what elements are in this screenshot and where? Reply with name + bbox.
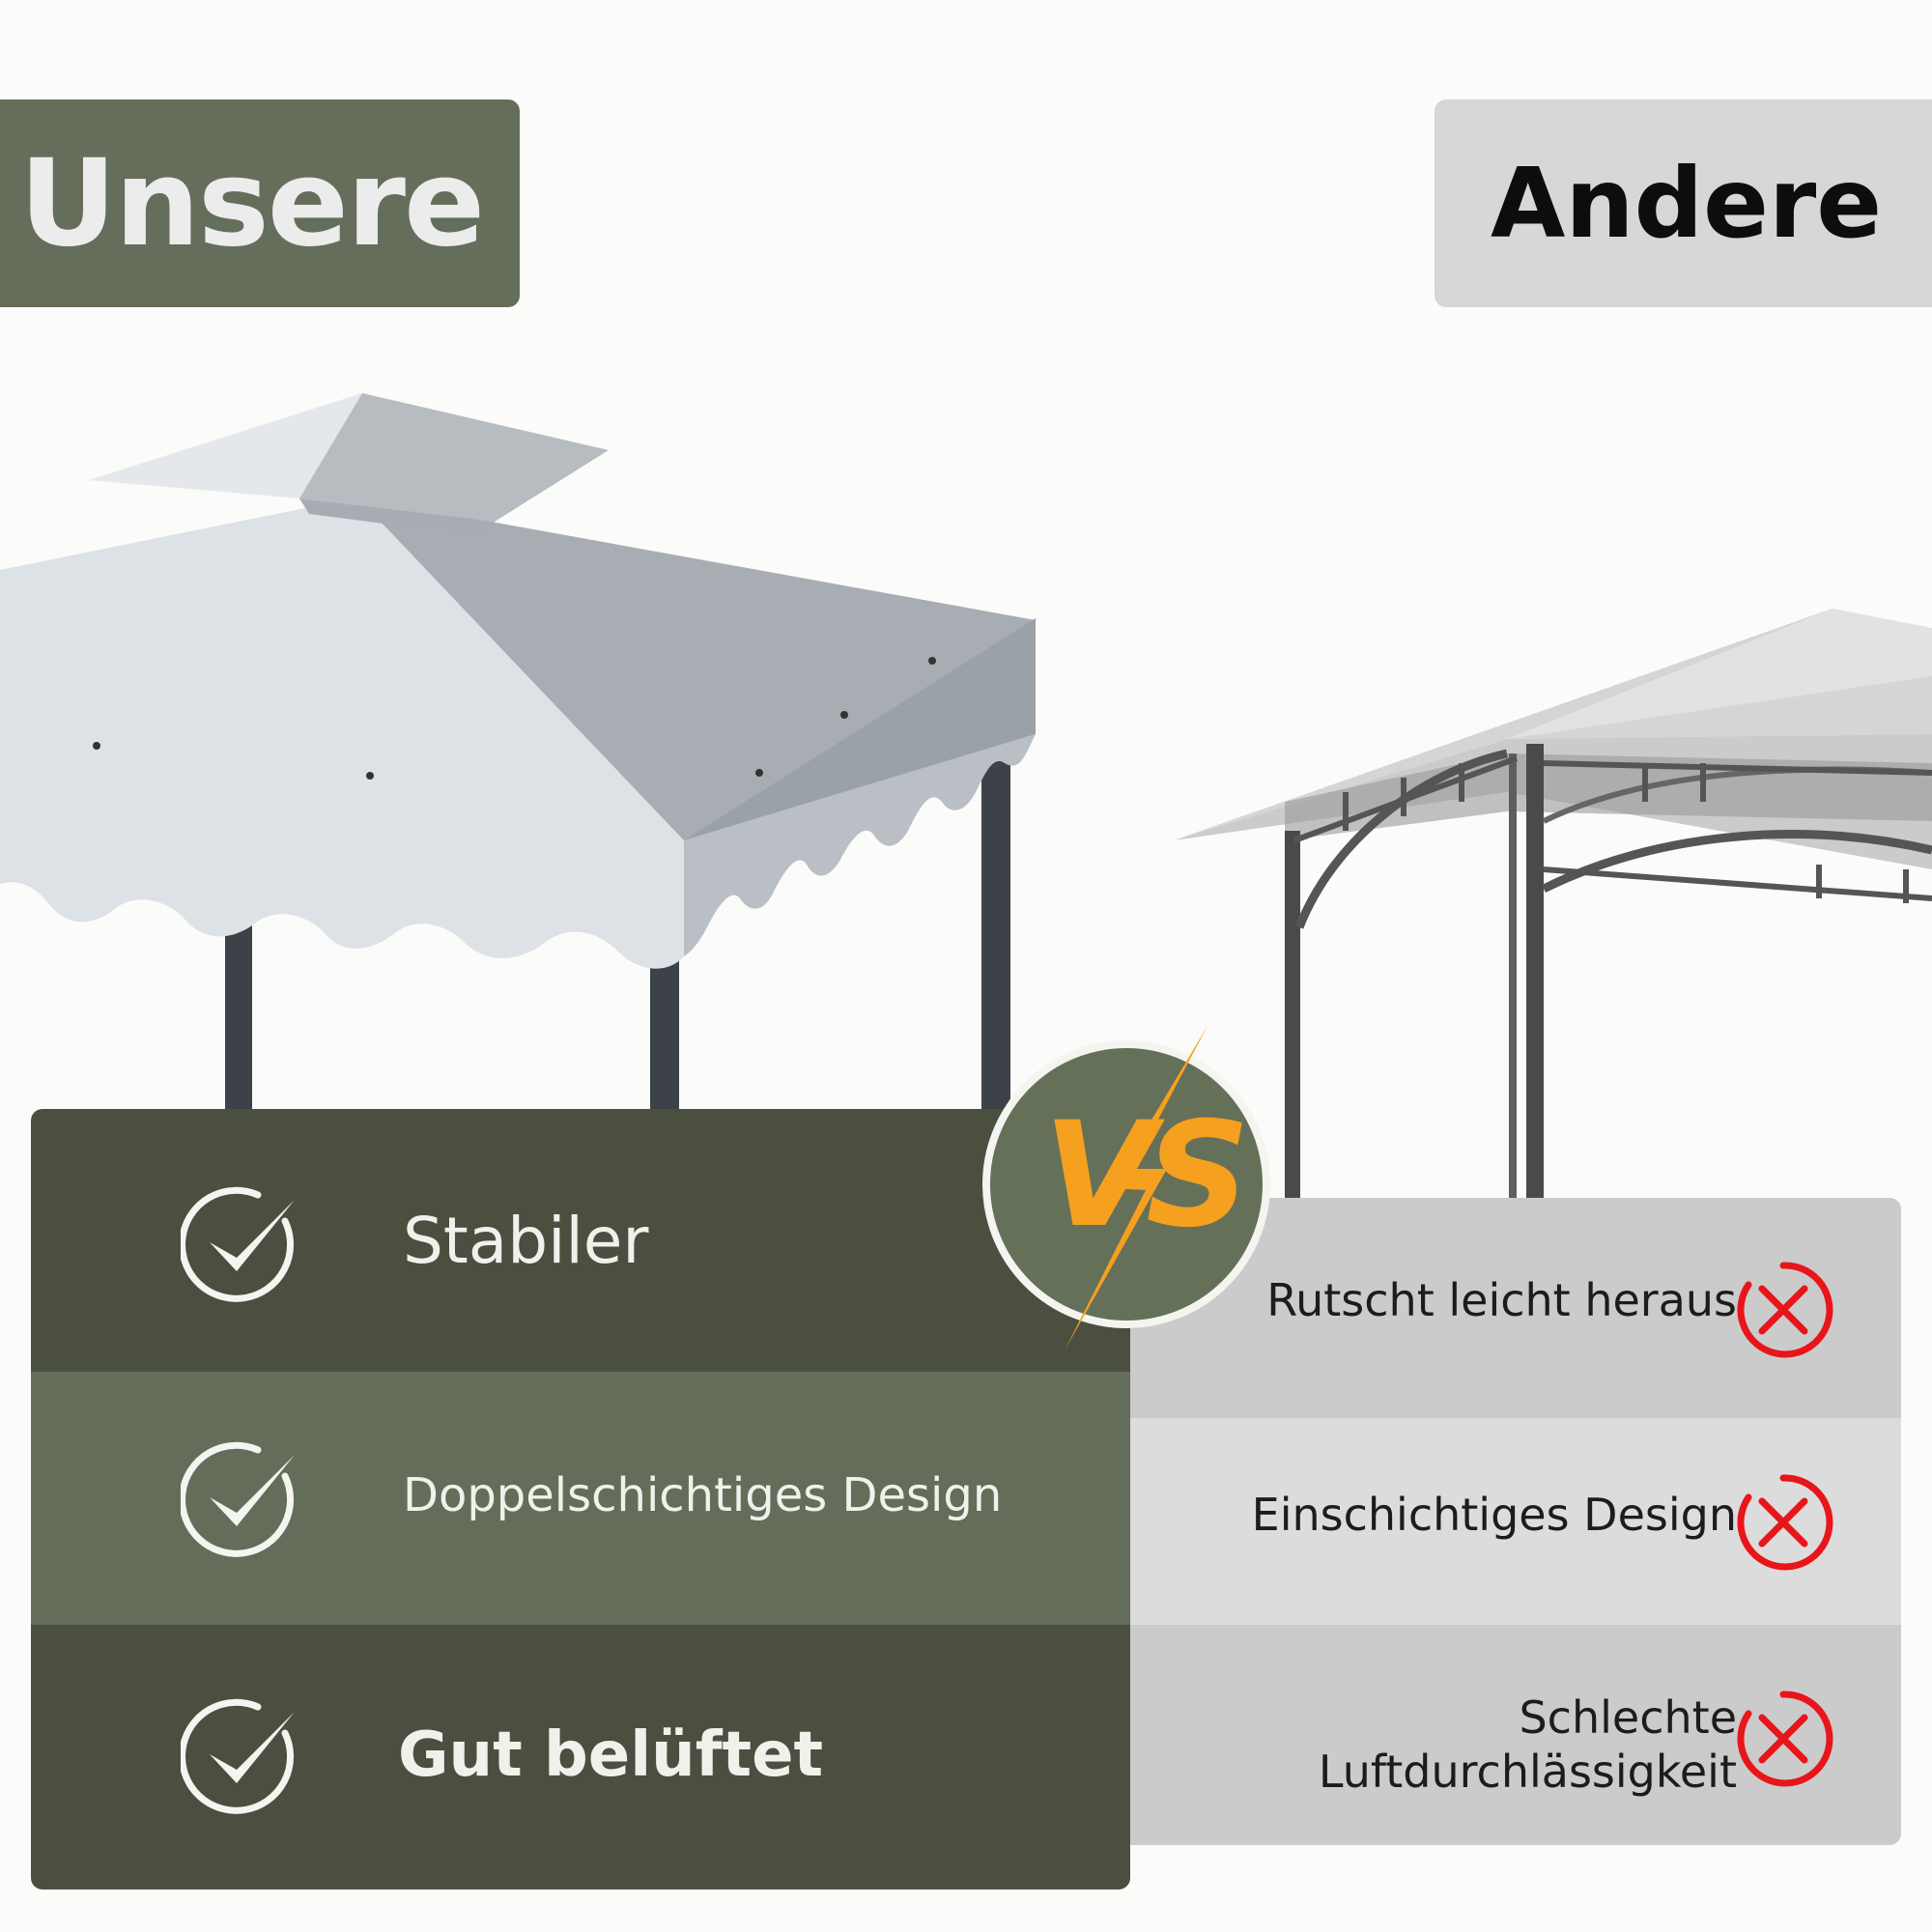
check-circle-icon — [181, 1441, 295, 1557]
check-circle-icon — [181, 1698, 295, 1814]
other-gazebo-image — [1174, 609, 1932, 1200]
other-features-panel: Rutscht leicht heraus Einschichtiges Des… — [1125, 1198, 1901, 1845]
ours-feature-label: Stabiler — [403, 1204, 649, 1278]
vs-text: VS — [1042, 1092, 1250, 1260]
ours-feature-row: Doppelschichtiges Design — [31, 1372, 1130, 1625]
our-gazebo-image — [0, 393, 1036, 1111]
x-circle-icon — [1737, 1690, 1833, 1787]
ours-feature-row: Stabiler — [31, 1109, 1130, 1372]
ours-feature-label: Gut belüftet — [398, 1719, 824, 1791]
x-circle-icon — [1737, 1474, 1833, 1571]
other-feature-label: Rutscht leicht heraus — [1266, 1274, 1737, 1326]
other-feature-label-line1: Schlechte — [1519, 1691, 1737, 1744]
other-label-box: Andere — [1435, 99, 1932, 307]
other-feature-row: Schlechte Luftdurchlässigkeit — [1125, 1625, 1901, 1845]
other-feature-row: Einschichtiges Design — [1125, 1418, 1901, 1625]
other-label: Andere — [1491, 147, 1883, 260]
check-circle-icon — [181, 1186, 295, 1302]
other-feature-label: Schlechte Luftdurchlässigkeit — [1319, 1690, 1737, 1799]
lightning-bolt-icon — [1065, 1026, 1208, 1350]
ours-feature-label: Doppelschichtiges Design — [403, 1468, 1003, 1522]
other-feature-label: Einschichtiges Design — [1251, 1489, 1737, 1541]
ours-feature-row: Gut belüftet — [31, 1625, 1130, 1889]
ours-label-box: Unsere — [0, 99, 520, 307]
x-circle-icon — [1737, 1262, 1833, 1358]
other-feature-row: Rutscht leicht heraus — [1125, 1198, 1901, 1418]
vs-badge — [982, 1040, 1270, 1328]
other-feature-label-line2: Luftdurchlässigkeit — [1318, 1746, 1737, 1798]
ours-features-panel: Stabiler Doppelschichtiges Design Gut be… — [31, 1109, 1130, 1889]
ours-label: Unsere — [19, 133, 485, 273]
